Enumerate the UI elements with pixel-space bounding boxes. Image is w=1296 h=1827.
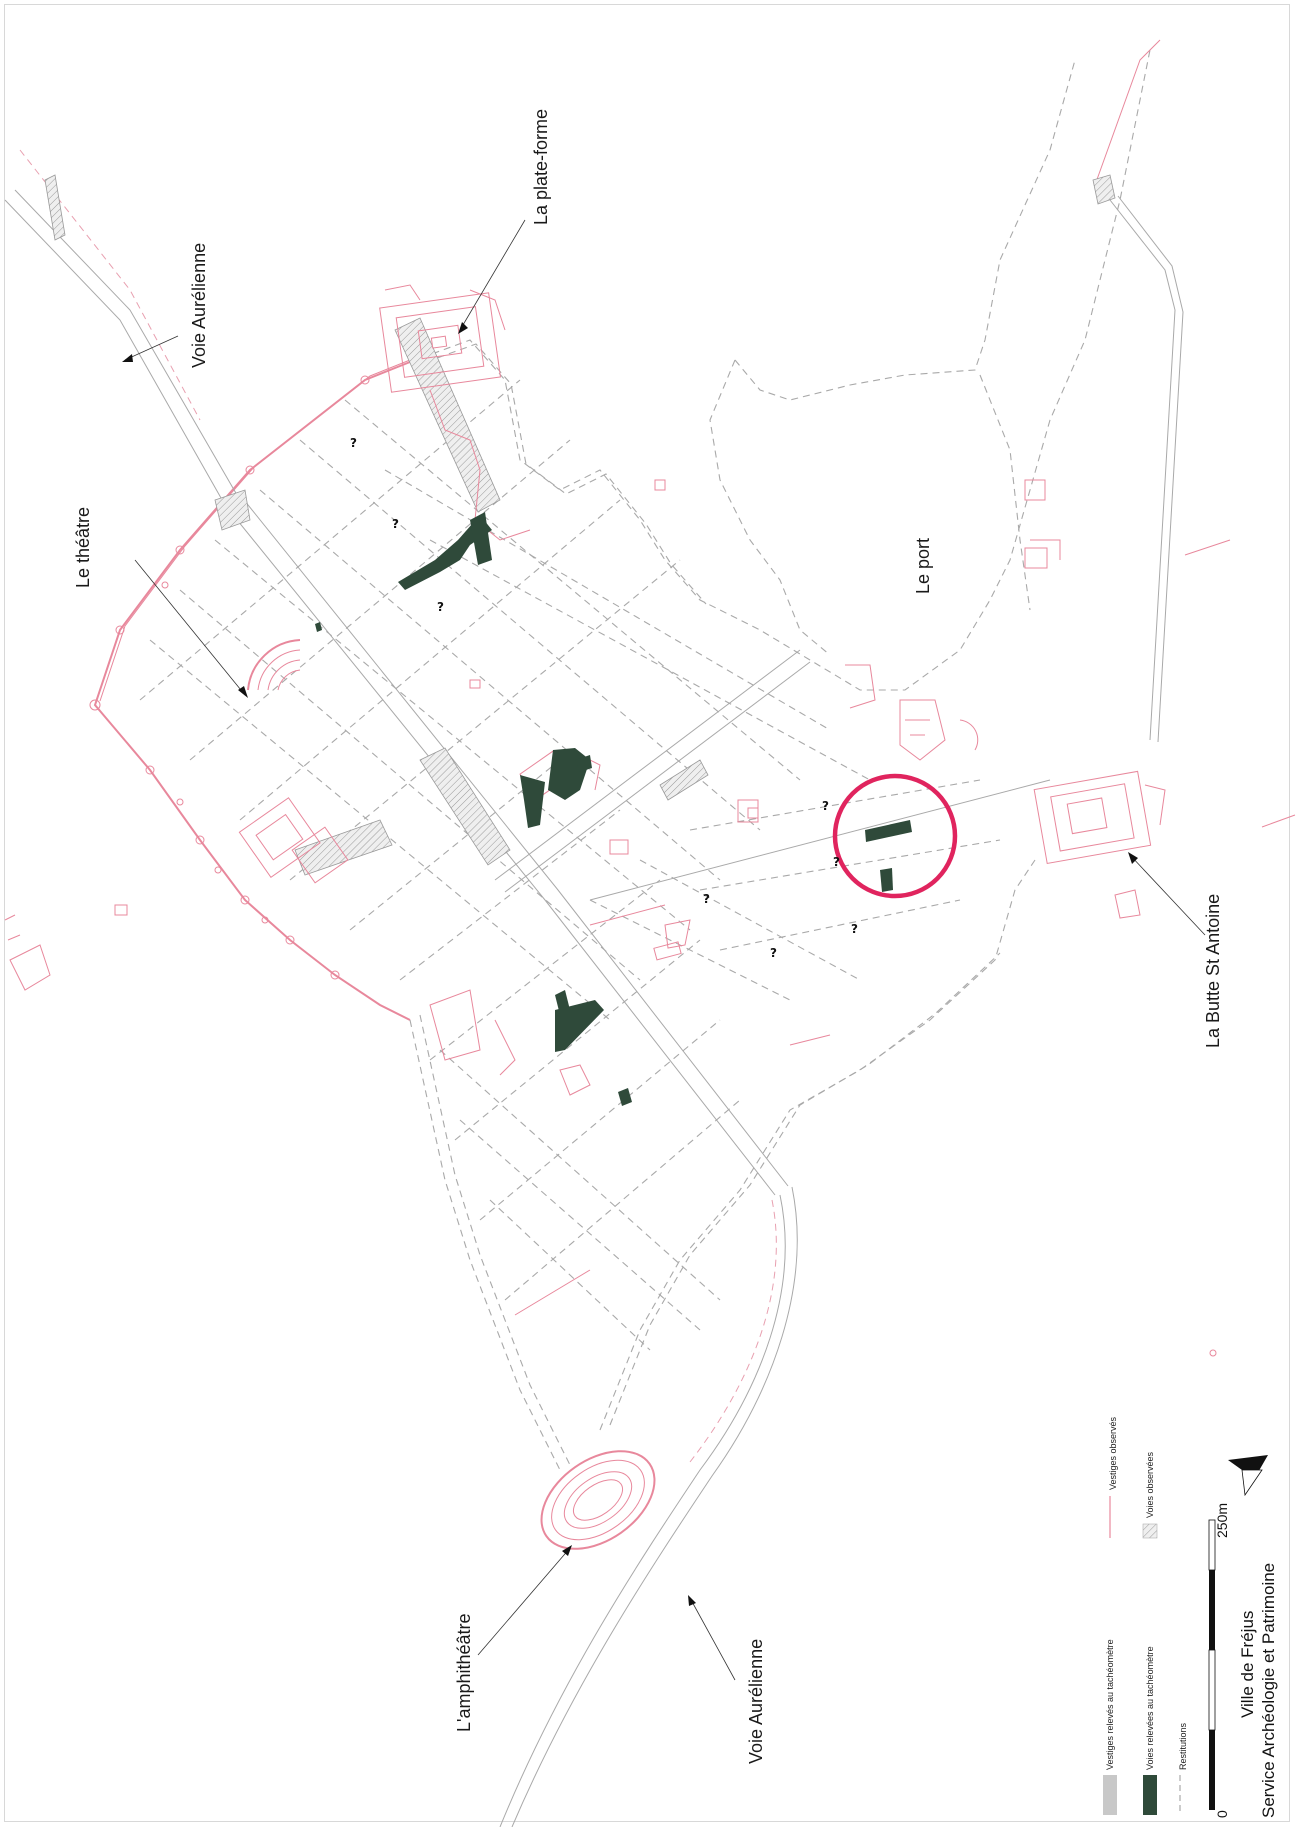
observed-remains bbox=[4, 284, 1296, 1550]
observed-roads bbox=[44, 174, 1116, 876]
label-theatre: Le théâtre bbox=[73, 507, 93, 588]
legend-label: Voies relevées au tachéomètre bbox=[1145, 1646, 1155, 1770]
unknown-marker: ? bbox=[851, 922, 858, 936]
label-amphitheatre: L'amphithéâtre bbox=[454, 1613, 474, 1732]
legend-swatch-measured-remains bbox=[1103, 1775, 1117, 1815]
restitution-enclosure bbox=[409, 49, 1151, 1471]
port-structure bbox=[1024, 547, 1048, 569]
scale-zero: 0 bbox=[1214, 1810, 1230, 1818]
highlight-circle bbox=[832, 773, 958, 899]
label-voie-aurelienne-south: Voie Aurélienne bbox=[746, 1639, 766, 1764]
credit-line-1: Ville de Fréjus bbox=[1238, 1611, 1257, 1718]
label-port: Le port bbox=[913, 538, 933, 594]
map-frame bbox=[4, 4, 1290, 1822]
city-wall bbox=[89, 357, 416, 1021]
legend-label: Voies observées bbox=[1145, 1451, 1155, 1518]
label-plate-forme: La plate-forme bbox=[531, 109, 551, 225]
unknown-marker: ? bbox=[822, 799, 829, 813]
unknown-marker: ? bbox=[392, 517, 399, 531]
unknown-markers: ? ? ? ? ? ? ? ? bbox=[350, 436, 858, 960]
scale-max: 250m bbox=[1214, 1503, 1230, 1538]
label-butte-st-antoine: La Butte St Antoine bbox=[1203, 894, 1223, 1048]
label-voie-aurelienne-north: Voie Aurélienne bbox=[189, 243, 209, 368]
north-arrow-icon bbox=[1241, 1469, 1263, 1497]
unknown-marker: ? bbox=[770, 946, 777, 960]
legend: Vestiges relevés au tachéomètre Vestiges… bbox=[1103, 1416, 1188, 1815]
legend-label: Vestiges relevés au tachéomètre bbox=[1105, 1639, 1115, 1770]
unknown-marker: ? bbox=[350, 436, 357, 450]
unknown-marker: ? bbox=[703, 892, 710, 906]
map-labels: Voie Aurélienne La plate-forme Le théâtr… bbox=[73, 109, 1223, 1764]
scale-bar: 0 250m bbox=[1208, 1503, 1230, 1818]
credit-line-2: Service Archéologie et Patrimoine bbox=[1259, 1563, 1278, 1818]
legend-swatch-observed-roads bbox=[1142, 1523, 1158, 1539]
credit: Ville de Fréjus Service Archéologie et P… bbox=[1238, 1563, 1278, 1818]
legend-label: Vestiges observés bbox=[1108, 1416, 1118, 1490]
restitution-grid bbox=[139, 379, 1001, 1351]
unknown-marker: ? bbox=[437, 600, 444, 614]
measured-roads bbox=[315, 512, 912, 1106]
unknown-marker: ? bbox=[833, 855, 840, 869]
main-roads bbox=[4, 39, 1184, 1827]
legend-swatch-measured-roads bbox=[1143, 1775, 1157, 1815]
leader-lines bbox=[122, 219, 1206, 1681]
legend-label: Restitutions bbox=[1178, 1722, 1188, 1770]
